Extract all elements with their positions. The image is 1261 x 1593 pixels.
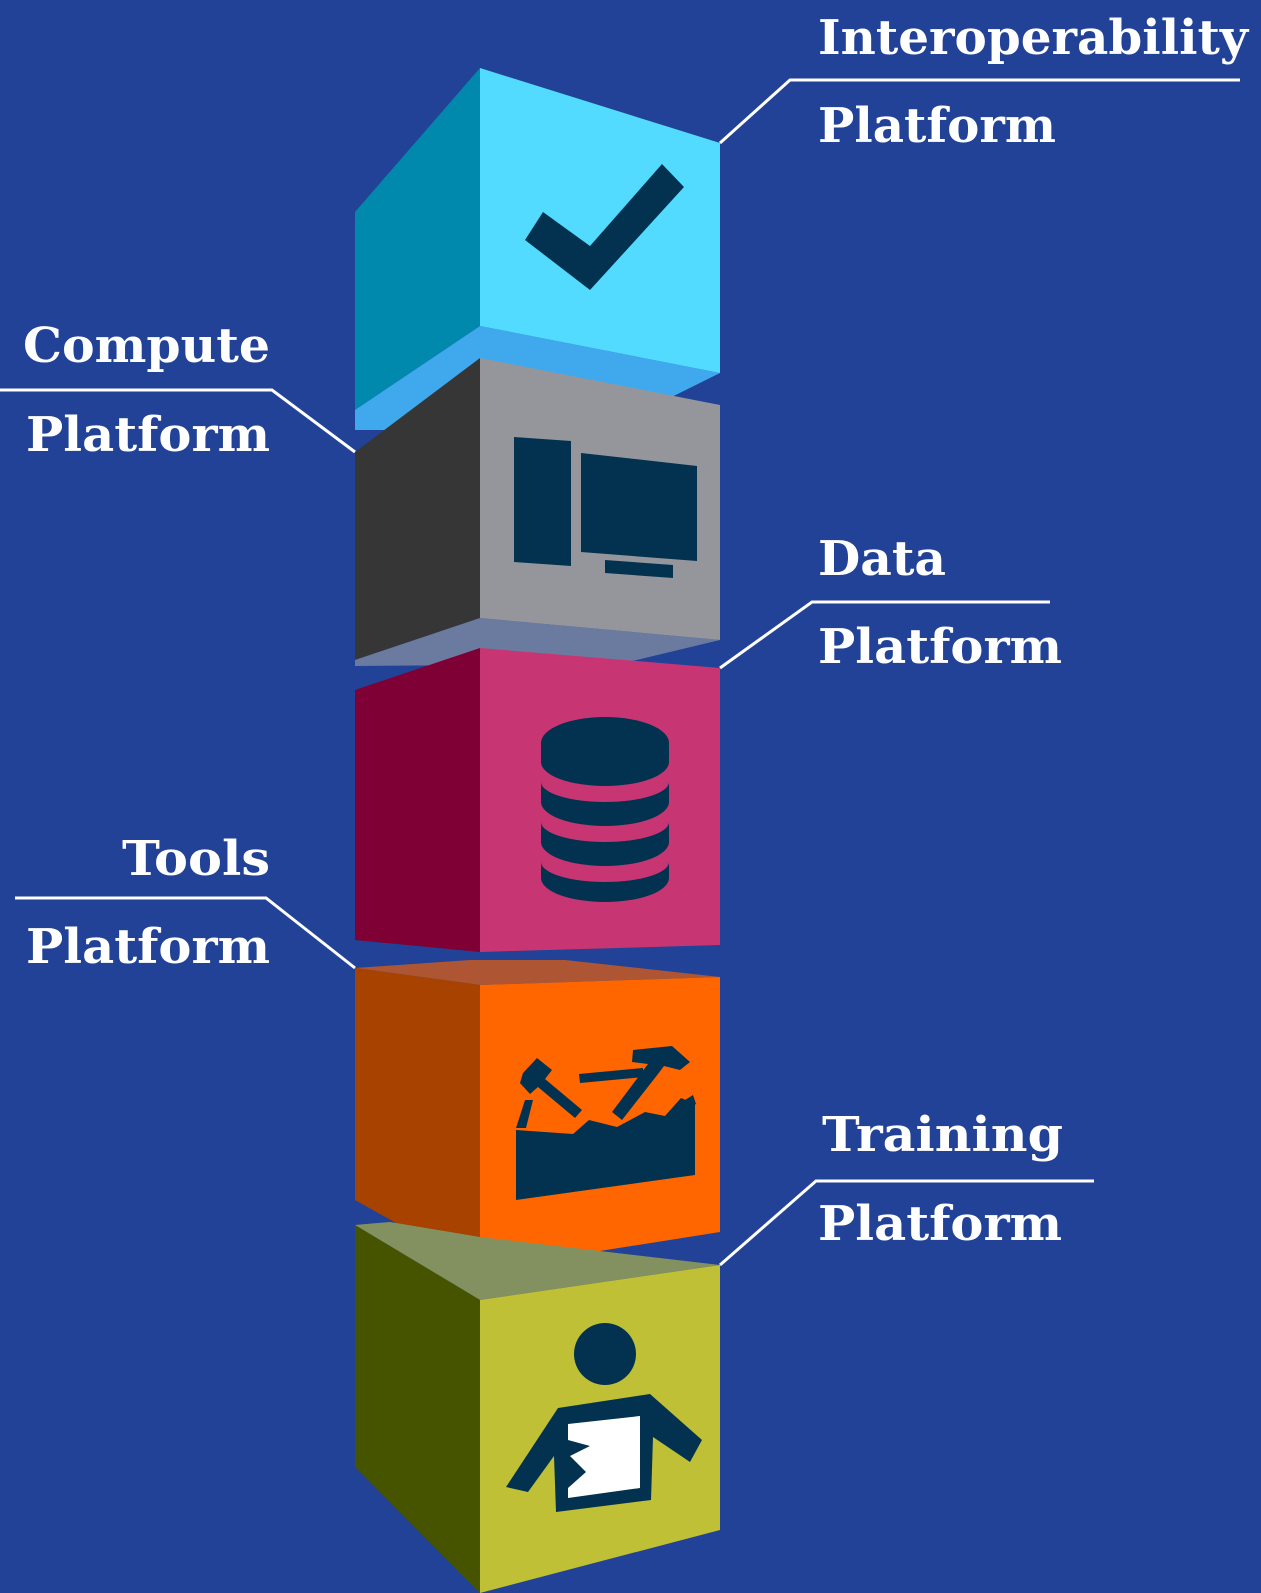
training-leader-line bbox=[719, 1179, 1094, 1267]
data-label-top: Data bbox=[818, 531, 946, 587]
block-tools bbox=[355, 960, 720, 1270]
block-training bbox=[355, 1222, 720, 1593]
hammer-shape bbox=[612, 1046, 690, 1120]
data-label-bottom: Platform bbox=[818, 619, 1062, 675]
wrench-shape bbox=[520, 1058, 582, 1118]
toolbox-icon bbox=[516, 1046, 696, 1200]
tools-leader-line bbox=[15, 896, 356, 970]
compute-leader-line bbox=[0, 388, 356, 454]
tools-label-top: Tools bbox=[122, 831, 270, 887]
training-label-bottom: Platform bbox=[818, 1196, 1062, 1252]
computer-tower-icon bbox=[514, 437, 697, 578]
toolbox-body-shape bbox=[516, 1098, 695, 1200]
checkmark-icon bbox=[525, 164, 684, 290]
block-compute bbox=[355, 358, 720, 666]
monitor-screen-shape bbox=[581, 453, 697, 561]
block-interoperability-side bbox=[355, 68, 480, 410]
block-interoperability-front bbox=[480, 68, 720, 373]
block-data-side bbox=[355, 648, 480, 952]
database-disk-2 bbox=[541, 782, 669, 826]
block-tools-side bbox=[355, 968, 480, 1270]
tower-case-shape bbox=[514, 437, 571, 566]
database-disk-3 bbox=[541, 822, 669, 866]
leader-lines bbox=[0, 78, 1240, 1267]
block-data bbox=[355, 648, 720, 952]
interoperability-label-top: Interoperability bbox=[818, 10, 1250, 66]
labels: Interoperability Platform Compute Platfo… bbox=[23, 10, 1250, 1252]
database-icon bbox=[541, 717, 669, 902]
block-data-front bbox=[480, 648, 720, 952]
block-training-side bbox=[355, 1225, 480, 1593]
reading-person-icon bbox=[506, 1323, 702, 1512]
screwdriver-shape bbox=[579, 1068, 644, 1083]
tools-label-bottom: Platform bbox=[26, 919, 270, 975]
monitor-stand-shape bbox=[605, 560, 673, 578]
block-compute-side bbox=[355, 358, 480, 660]
open-book-shape bbox=[568, 1416, 640, 1498]
toolbox-handle-left bbox=[516, 1100, 533, 1128]
block-compute-bottom bbox=[355, 618, 720, 666]
interoperability-leader-line bbox=[718, 78, 1240, 145]
compute-label-top: Compute bbox=[23, 318, 270, 374]
compute-label-bottom: Platform bbox=[26, 407, 270, 463]
database-disk-1 bbox=[541, 717, 669, 786]
person-head-shape bbox=[574, 1323, 636, 1385]
data-leader-line bbox=[719, 600, 1050, 670]
database-disk-4 bbox=[541, 862, 669, 902]
training-label-top: Training bbox=[822, 1107, 1063, 1163]
toolbox-handle-right bbox=[685, 1095, 696, 1108]
interoperability-label-bottom: Platform bbox=[818, 98, 1056, 154]
block-tools-top bbox=[355, 960, 720, 985]
block-training-top bbox=[355, 1222, 720, 1300]
